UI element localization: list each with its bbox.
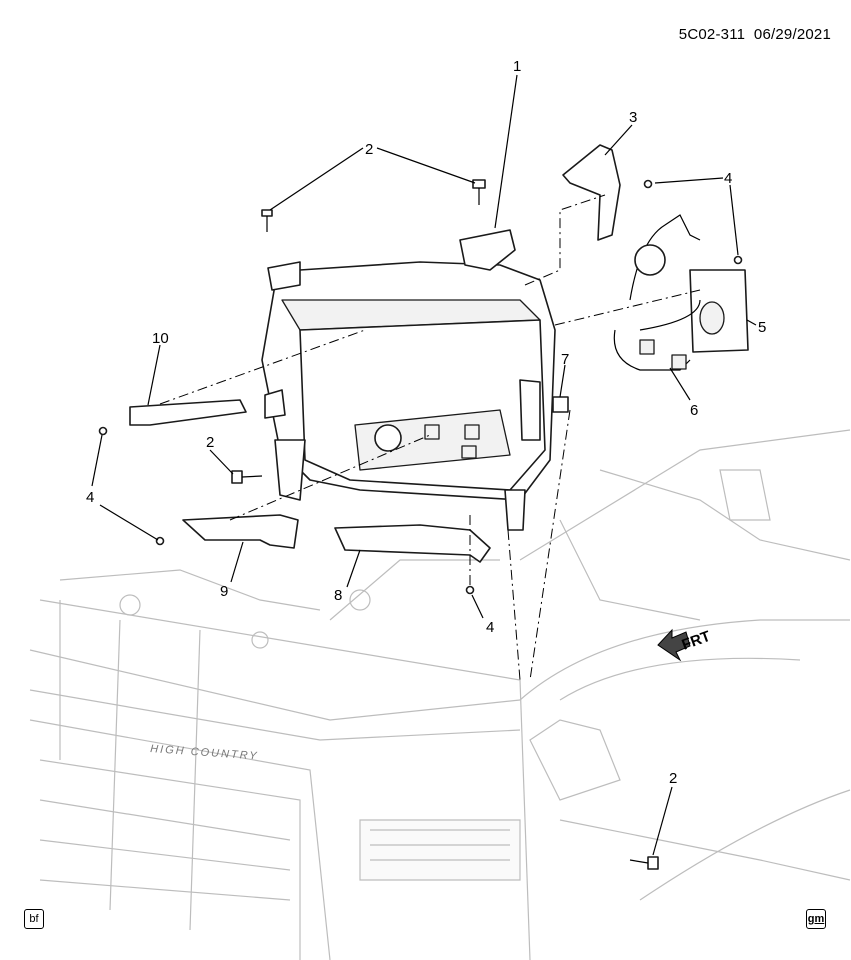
callout-2-left: 2 (206, 434, 214, 451)
bracket-3 (562, 144, 621, 241)
headlamp-assembly (261, 229, 556, 531)
leader-lines (91, 74, 757, 856)
callout-2-bottom: 2 (669, 770, 677, 787)
document-number: 5C02-311 (678, 26, 746, 43)
alignment-lines (159, 194, 701, 681)
bf-badge: bf (24, 909, 44, 929)
callout-7: 7 (561, 351, 569, 368)
front-direction-arrow: FRT (657, 628, 713, 662)
document-id: 5C02-311 06/29/2021 (679, 26, 831, 43)
callout-numbers: 1 2 2 2 3 4 4 4 5 6 7 8 9 10 (86, 58, 766, 787)
wiring-harness-6 (613, 214, 701, 371)
callout-6: 6 (690, 402, 698, 419)
grille-lettering: HIGH COUNTRY (150, 743, 259, 763)
bracket-8 (334, 524, 491, 563)
vehicle-front-end-background (29, 429, 851, 960)
callout-8: 8 (334, 587, 342, 604)
bracket-10 (129, 399, 247, 426)
callout-1: 1 (513, 58, 521, 75)
fasteners (98, 179, 743, 870)
callout-10: 10 (152, 330, 169, 347)
callout-4-left: 4 (86, 489, 94, 506)
front-direction-label: FRT (680, 628, 713, 654)
callout-2-top: 2 (365, 141, 373, 158)
bracket-9 (182, 514, 299, 549)
callout-4-bottom: 4 (486, 619, 494, 636)
module-5 (689, 269, 749, 353)
connector-7 (552, 396, 569, 413)
callout-5: 5 (758, 319, 766, 336)
callout-3: 3 (629, 109, 637, 126)
callout-9: 9 (220, 583, 228, 600)
callout-4-top: 4 (724, 170, 732, 187)
document-date: 06/29/2021 (753, 26, 831, 43)
gm-logo-badge: gm (806, 909, 826, 929)
